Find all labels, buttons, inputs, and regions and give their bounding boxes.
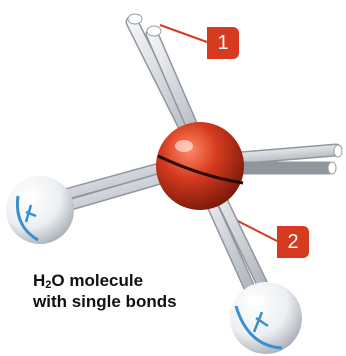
caption-formula-subscript: 2	[45, 279, 52, 291]
caption-formula-suffix: O molecule	[51, 271, 144, 290]
callout-badge-2: 2	[277, 226, 309, 258]
caption-formula-prefix: H	[33, 271, 46, 290]
caption-line-2: with single bonds	[33, 292, 177, 311]
callout-2-leader	[231, 217, 278, 242]
figure-caption: H2O molecule with single bonds	[33, 270, 177, 312]
oxygen-atom-sphere	[156, 122, 244, 210]
callout-1-leader	[159, 24, 208, 43]
lower-hydrogen-atom-sphere	[230, 282, 302, 354]
left-hydrogen-atom-sphere	[6, 176, 74, 244]
callout-badge-1: 1	[207, 27, 239, 59]
